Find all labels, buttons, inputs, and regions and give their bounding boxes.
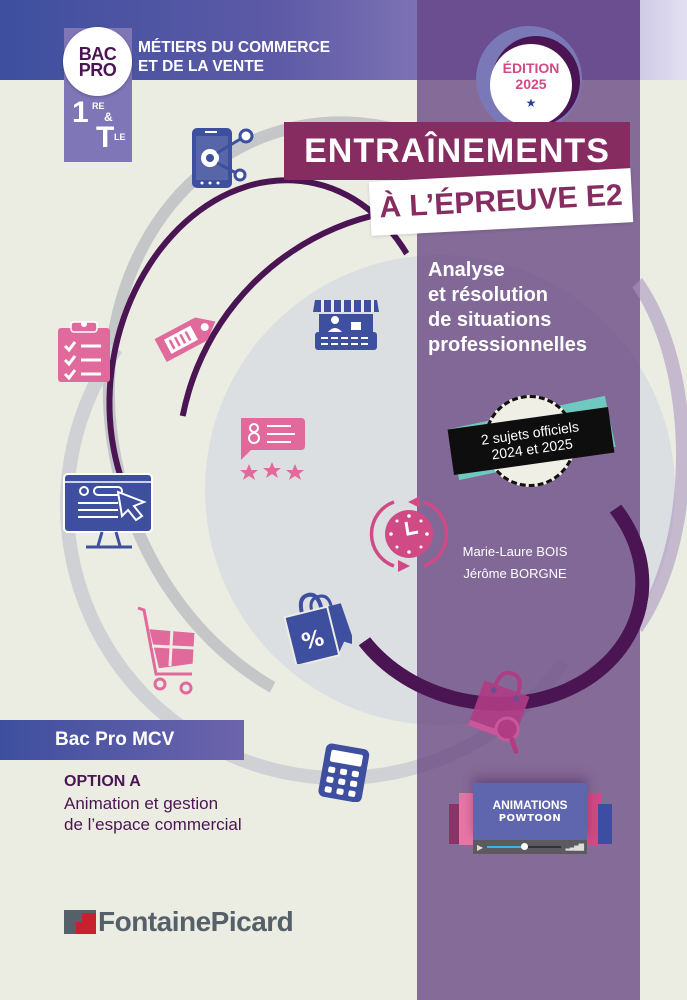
class-levels: 1 RE & T LE: [68, 96, 130, 158]
level-ampersand: &: [104, 110, 113, 124]
top-right-accent: [640, 0, 687, 80]
shopping-cart-icon: [137, 606, 195, 695]
powtoon-animations-badge: ANIMATIONS POWTOON: [473, 783, 587, 841]
publisher-logo-mark-icon: [64, 910, 96, 934]
video-player-bar: ▶ ▂▃▅▇: [473, 840, 587, 854]
description-line3: de situations: [428, 309, 552, 331]
description-line4: professionnelles: [428, 334, 587, 356]
book-description: Analyse et résolution de situations prof…: [428, 258, 587, 358]
level-first-sup: RE: [92, 101, 105, 111]
price-tag-icon: [154, 317, 216, 363]
bac-pro-line2: PRO: [78, 59, 117, 80]
author-2: Jérôme BORGNE: [463, 566, 567, 581]
volume-icon: ▂▃▅▇: [565, 844, 584, 851]
clipboard-checklist-icon: [58, 321, 110, 382]
edition-badge: ÉDITION 2025 ★: [490, 44, 572, 126]
powtoon-decor: [585, 793, 601, 845]
publisher-name: FontainePicard: [98, 906, 294, 937]
powtoon-line1: ANIMATIONS: [492, 798, 568, 812]
shopping-bag-percent-icon: %: [283, 592, 352, 664]
clock-refresh-icon: [369, 496, 449, 572]
bac-pro-badge: BAC PRO: [63, 27, 132, 96]
edition-year: 2025: [515, 75, 547, 92]
computer-click-icon: [63, 473, 153, 549]
calculator-icon: [318, 743, 370, 802]
review-stars-icon: [240, 418, 305, 480]
program-band: Bac Pro MCV: [0, 720, 244, 760]
level-second: T: [96, 121, 115, 154]
progress-knob: [521, 843, 529, 850]
progress-track: [487, 843, 562, 850]
option-line2: de l’espace commercial: [64, 815, 242, 834]
smartphone-share-icon: [192, 128, 254, 188]
market-stall-icon: [313, 300, 379, 350]
series-title-line1: MÉTIERS DU COMMERCE: [138, 39, 331, 56]
light-arc-decoration: [440, 230, 687, 680]
powtoon-line2: POWTOON: [498, 813, 562, 824]
edition-label: ÉDITION: [502, 59, 560, 76]
progress-fill: [487, 846, 525, 848]
powtoon-decor: [598, 804, 612, 844]
level-first: 1: [72, 96, 89, 129]
play-icon: ▶: [477, 842, 484, 852]
series-title-line2: ET DE LA VENTE: [138, 58, 265, 75]
shopping-bag-search-icon: [467, 670, 530, 754]
series-title: MÉTIERS DU COMMERCE ET DE LA VENTE: [138, 38, 330, 76]
option-description: Animation et gestion de l’espace commerc…: [64, 793, 242, 835]
option-title: OPTION A: [64, 773, 141, 790]
author-1: Marie-Laure BOIS: [462, 544, 568, 559]
description-line1: Analyse: [428, 259, 505, 281]
option-line1: Animation et gestion: [64, 794, 219, 813]
bac-pro-line1: BAC: [78, 43, 117, 64]
level-second-sup: LE: [114, 132, 126, 142]
description-line2: et résolution: [428, 284, 549, 306]
publisher-logo: FontainePicard: [64, 906, 294, 938]
authors: Marie-Laure BOIS Jérôme BORGNE: [430, 541, 600, 585]
star-icon: ★: [525, 95, 537, 110]
